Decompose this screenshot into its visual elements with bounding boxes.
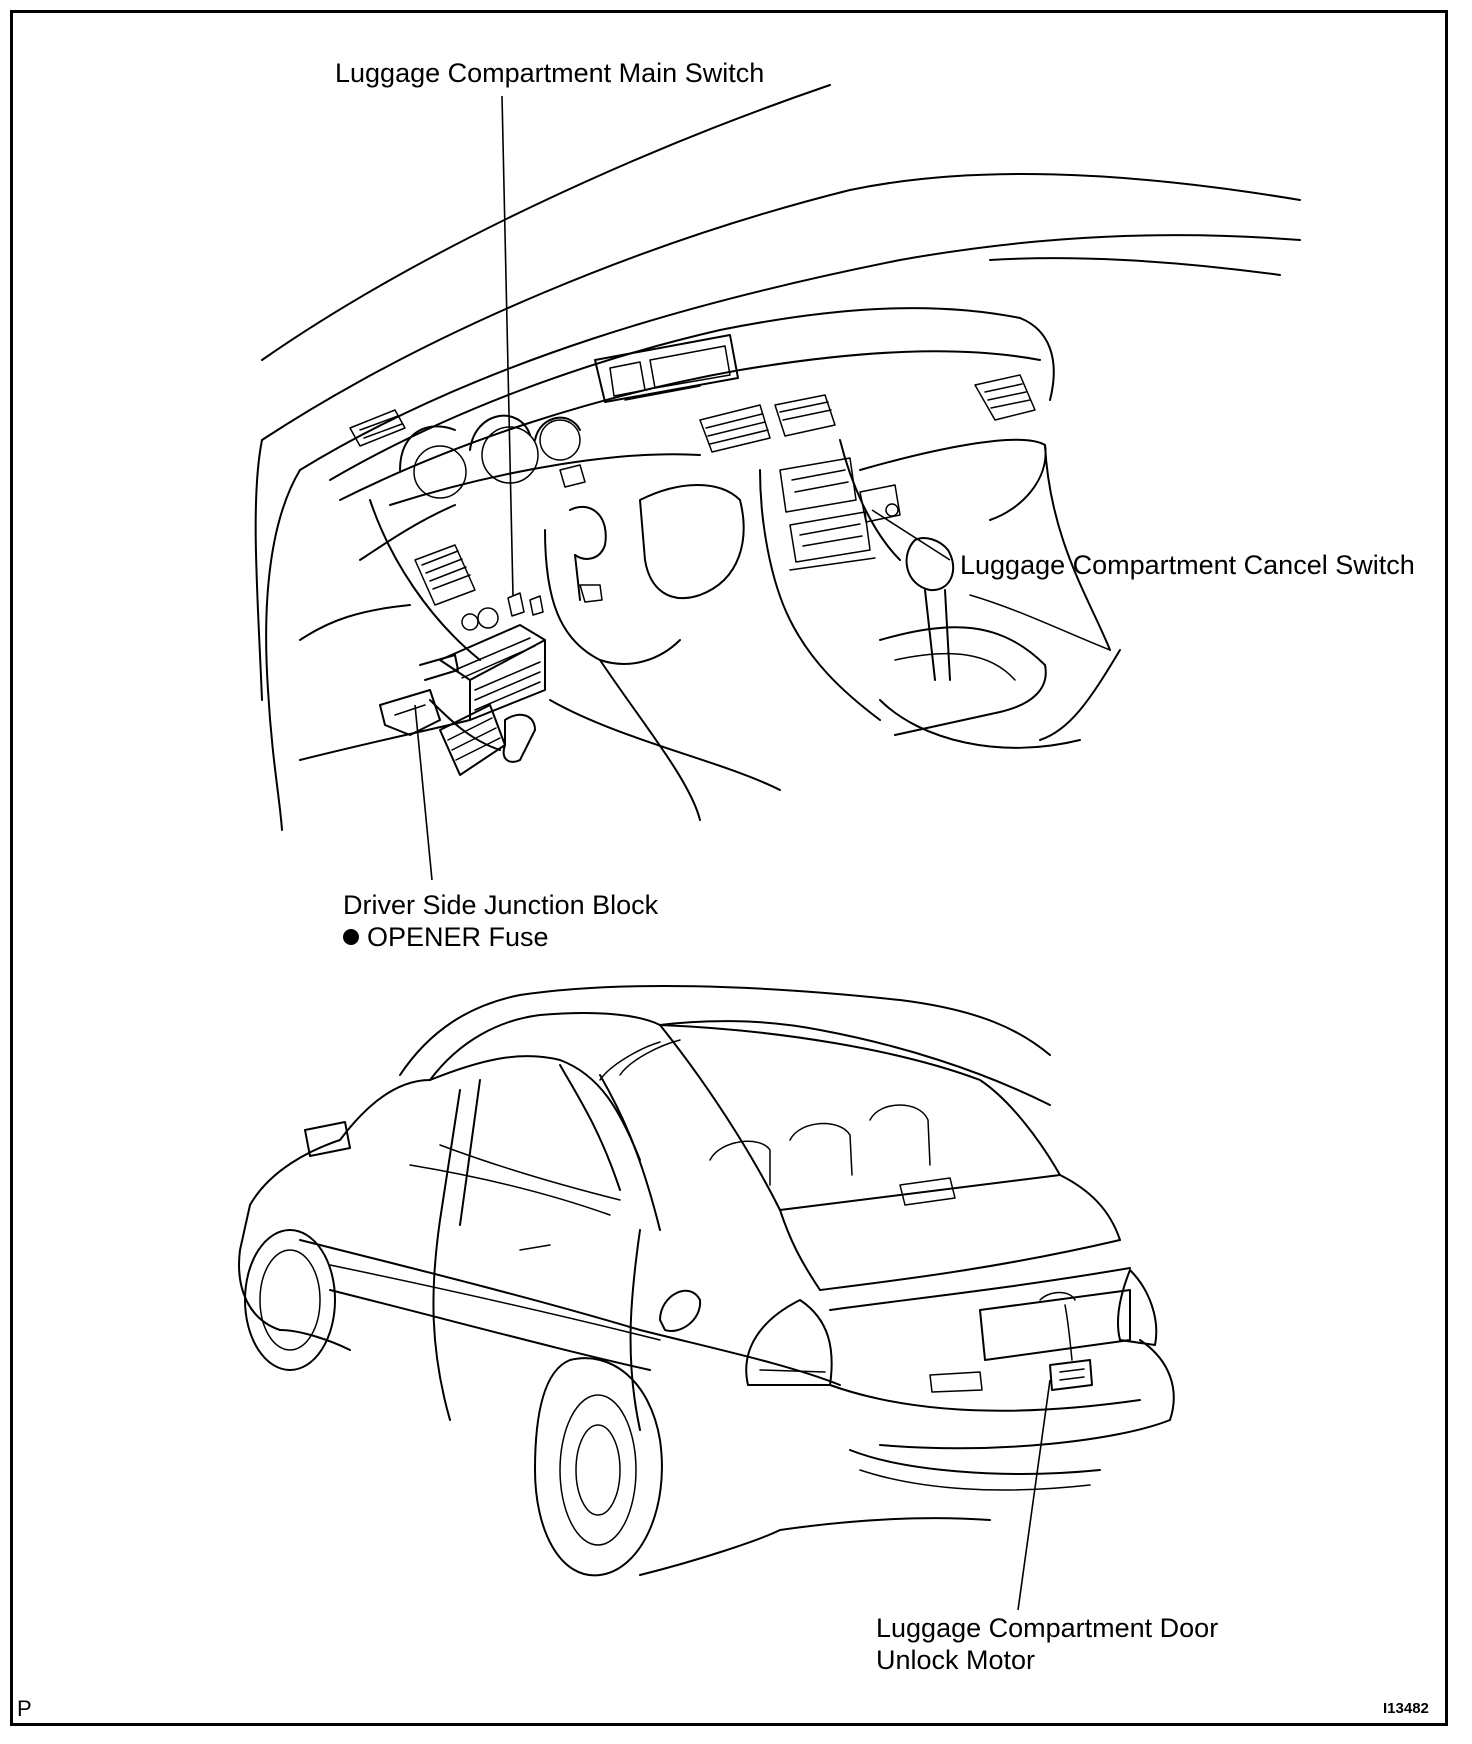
leader-lines [414, 95, 1051, 1611]
figure-id: I13482 [1383, 1700, 1429, 1717]
leader-cancel-switch [871, 509, 951, 561]
bullet-icon [343, 929, 359, 945]
vehicle-illustration [238, 984, 1175, 1577]
unlock-motor-label-line2: Unlock Motor [876, 1645, 1036, 1675]
leader-unlock-motor [1017, 1379, 1051, 1611]
figure-frame [10, 10, 1448, 1726]
junction-block-label: Driver Side Junction Block [343, 890, 659, 920]
dashboard-illustration [254, 84, 1301, 831]
opener-fuse-item: OPENER Fuse [343, 921, 549, 953]
page-letter: P [17, 1696, 32, 1721]
leader-junction-block [414, 704, 433, 881]
opener-fuse-label: OPENER Fuse [367, 922, 549, 952]
unlock-motor-label-line1: Luggage Compartment Door [876, 1613, 1219, 1643]
main-switch-label: Luggage Compartment Main Switch [335, 58, 765, 88]
leader-main-switch [501, 95, 514, 597]
cancel-switch-label: Luggage Compartment Cancel Switch [960, 550, 1415, 580]
